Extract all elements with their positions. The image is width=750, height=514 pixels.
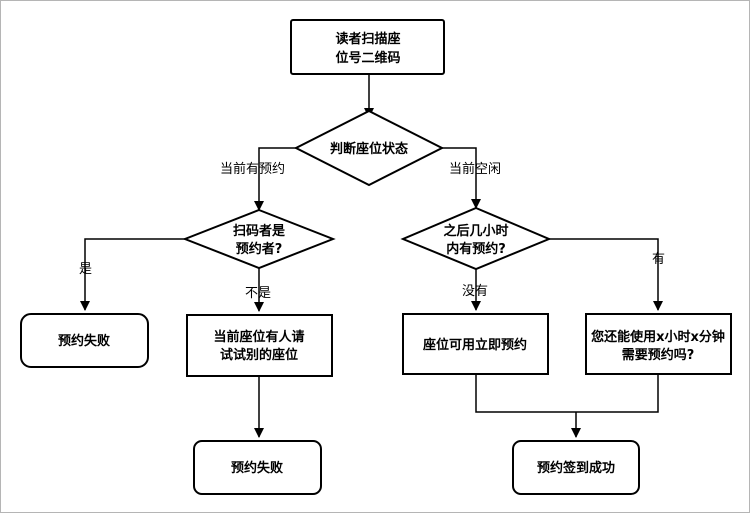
- edge-label-yes-right: 有: [652, 252, 665, 267]
- edge-later-yes: [549, 238, 663, 311]
- success-node: [512, 440, 640, 495]
- edge-label-reserved-now: 当前有预约: [220, 161, 285, 177]
- edge-label-idle-now: 当前空闲: [449, 161, 501, 177]
- judge-state-decision: [293, 109, 445, 187]
- edge-label-yes-left: 是: [79, 262, 92, 277]
- is-reserver-text-line2: 预约者?: [236, 241, 283, 257]
- fail-bottom-text: 预约失败: [231, 460, 283, 476]
- edge-label-none-right: 没有: [462, 284, 488, 299]
- edge-judge-to-reserver: [254, 147, 296, 211]
- fail-left-text: 预约失败: [58, 333, 110, 349]
- later-text-line1: 之后几小时: [443, 223, 508, 239]
- start-text-line2: 位号二维码: [335, 50, 400, 66]
- fail-left-node: [20, 313, 149, 368]
- fail-bottom-node: [193, 440, 322, 495]
- prompt-text-line1: 当前座位有人请: [213, 329, 304, 345]
- ask-x-hours-text-line2: 需要预约吗?: [622, 347, 695, 363]
- edge-merge-line: [475, 374, 659, 413]
- later-reservation-decision: [400, 206, 552, 271]
- is-reserver-decision: [182, 208, 336, 270]
- success-text: 预约签到成功: [537, 460, 615, 476]
- reserve-now-node: [402, 313, 549, 375]
- reserve-now-text: 座位可用立即预约: [422, 337, 527, 353]
- start-text-line1: 读者扫描座: [335, 31, 400, 47]
- later-text-line2: 内有预约?: [446, 241, 506, 257]
- edge-judge-to-later: [441, 147, 481, 209]
- ask-x-hours-node: [585, 313, 732, 375]
- prompt-text-line2: 试试别的座位: [220, 347, 298, 363]
- edge-reserver-yes: [80, 238, 185, 311]
- start-node: [290, 19, 445, 75]
- prompt-other-seat-node: [186, 314, 333, 377]
- is-reserver-text-line1: 扫码者是: [233, 223, 286, 239]
- judge-state-text: 判断座位状态: [330, 141, 408, 157]
- edge-label-no-left: 不是: [245, 286, 271, 301]
- ask-x-hours-text-line1: 您还能使用x小时x分钟: [591, 329, 725, 345]
